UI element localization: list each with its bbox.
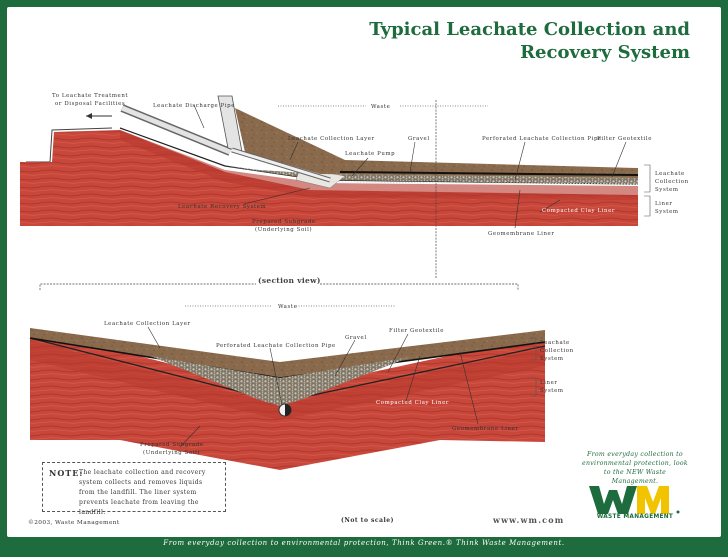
leader-lines — [147, 104, 627, 448]
note-box: NOTE: The leachate collection and recove… — [42, 462, 226, 516]
bracket-collection-bottom — [530, 337, 537, 361]
gravel-trench-bottom — [150, 356, 410, 406]
wm-logo-text: WASTE MANAGEMENT — [596, 514, 674, 520]
label-gravel-bottom: Gravel — [345, 335, 367, 341]
leachate-collection-layer-bottom — [30, 328, 545, 378]
section-box-left — [39, 283, 256, 290]
label-gravel-top: Gravel — [408, 136, 430, 142]
website-link[interactable]: www.wm.com — [493, 515, 565, 525]
note-label: NOTE: — [49, 468, 84, 478]
label-filter-geotextile-top: Filter Geotextile — [597, 136, 652, 142]
label-subgrade-2-top: (Underlying Soil) — [255, 227, 313, 233]
wm-logo: WASTE MANAGEMENT — [587, 484, 683, 520]
label-geomembrane-bottom: Geomembrane Liner — [452, 426, 519, 432]
label-collection-layer-top: Leachate Collection Layer — [288, 136, 375, 142]
title-line-1: Typical Leachate Collection and — [369, 19, 690, 40]
footer-slogan: From everyday collection to environmenta… — [163, 539, 565, 547]
discharge-pipe-inner — [121, 105, 231, 155]
top-cross-section — [20, 95, 651, 226]
label-collection-layer-bottom: Leachate Collection Layer — [104, 321, 191, 327]
label-to-treatment-2: or Disposal Facilities — [55, 101, 126, 107]
label-to-treatment-1: To Leachate Treatment — [52, 93, 129, 99]
label-perforated-pipe-bottom: Perforated Leachate Collection Pipe — [216, 343, 336, 349]
label-compacted-clay-top: Compacted Clay Liner — [542, 208, 616, 214]
note-text: The leachate collection and recovery sys… — [79, 469, 206, 516]
section-view-label: (section view) — [258, 276, 321, 285]
compacted-clay-band-top — [120, 130, 638, 200]
label-recovery-system: Leachate Recovery System — [178, 204, 267, 210]
label-leachate-collection-2-bottom: Collection — [540, 348, 574, 354]
label-discharge-pipe: Leachate Discharge Pipe — [153, 103, 235, 109]
flow-arrow-head — [86, 113, 92, 119]
label-pump: Leachate Pump — [345, 151, 396, 157]
label-subgrade-1-bottom: Prepared Subgrade — [140, 442, 204, 448]
not-to-scale: (Not to scale) — [341, 517, 394, 524]
filter-geotextile-top — [339, 171, 639, 176]
label-waste-bottom: Waste — [278, 304, 298, 310]
label-compacted-clay-bottom: Compacted Clay Liner — [376, 400, 450, 406]
perforated-pipe-shade — [285, 404, 291, 416]
bracket-liner-bottom — [530, 377, 537, 397]
label-leachate-collection-1-top: Leachate — [655, 171, 685, 177]
label-leachate-collection-3-bottom: System — [540, 356, 564, 362]
label-liner-1-bottom: Liner — [540, 380, 558, 386]
title-line-2: Recovery System — [520, 42, 690, 63]
label-leachate-collection-3-top: System — [655, 187, 679, 193]
tagline: From everyday collection to environmenta… — [582, 451, 688, 485]
leachate-collection-layer-top — [235, 108, 638, 178]
label-geomembrane-top: Geomembrane Liner — [488, 231, 555, 237]
label-liner-1-top: Liner — [655, 201, 673, 207]
label-filter-geotextile-bottom: Filter Geotextile — [389, 328, 444, 334]
perforated-pipe-top — [329, 181, 639, 185]
bracket-liner-top — [644, 195, 651, 217]
section-box-right — [320, 283, 519, 290]
label-liner-2-bottom: System — [540, 388, 564, 394]
label-subgrade-1-top: Prepared Subgrade — [252, 219, 316, 225]
label-liner-2-top: System — [655, 209, 679, 215]
label-leachate-collection-2-top: Collection — [655, 179, 689, 185]
label-subgrade-2-bottom: (Underlying Soil) — [143, 450, 201, 456]
page-title: Typical Leachate Collection and Recovery… — [270, 18, 690, 64]
label-leachate-collection-1-bottom: Leachate — [540, 340, 570, 346]
wm-logo-mark — [589, 486, 680, 514]
recovery-pipe-inner — [231, 148, 331, 182]
bottom-cross-section — [29, 283, 546, 470]
label-waste-top: Waste — [371, 104, 391, 110]
bracket-collection-top — [644, 164, 651, 193]
label-perforated-pipe-top: Perforated Leachate Collection Pipe — [482, 136, 602, 142]
copyright: ©2003, Waste Management — [28, 520, 120, 526]
